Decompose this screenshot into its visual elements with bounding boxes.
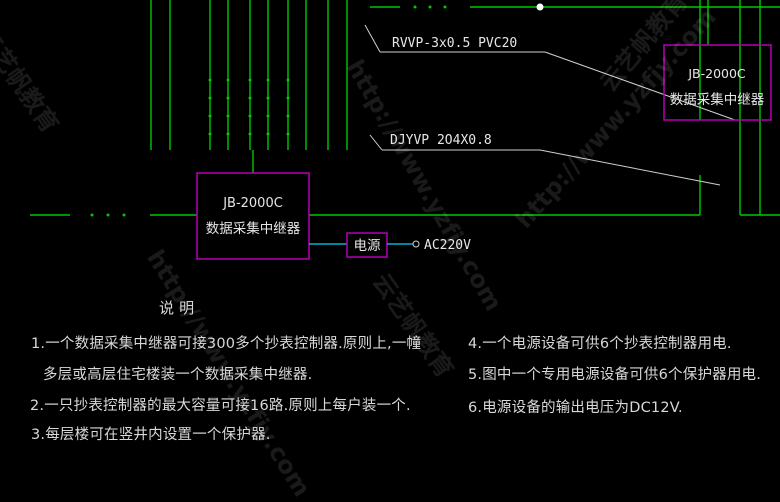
junction-node (536, 3, 544, 11)
output-terminal (412, 240, 420, 248)
cable1-label: RVVP-3x0.5 PVC20 (392, 36, 517, 51)
cable2-label: DJYVP 2O4X0.8 (390, 133, 492, 148)
repeater-top-name: 数据采集中继器 (670, 92, 765, 108)
green-dot-markers (90, 5, 447, 217)
repeater-top-model: JB-2000C (687, 66, 746, 81)
repeater-box-bottom (196, 172, 310, 260)
cad-drawing-canvas: JB-2000C 数据采集中继器 JB-2000C 数据采集中继器 电源 AC2… (30, 0, 780, 260)
repeater-bottom-model: JB-2000C (222, 196, 283, 211)
green-wiring (30, 0, 780, 216)
repeater-bottom-name: 数据采集中继器 (206, 221, 301, 237)
leader-lines (364, 24, 736, 186)
power-supply-box (346, 232, 388, 258)
repeater-box-top (663, 44, 772, 121)
power-output-label: AC220V (424, 238, 471, 253)
power-supply-label: 电源 (354, 238, 381, 254)
